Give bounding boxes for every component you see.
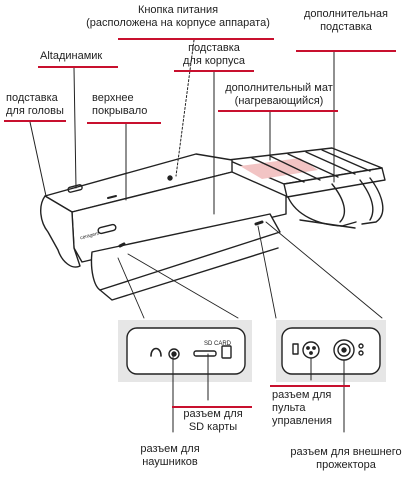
connector-left bbox=[117, 257, 145, 319]
label-extra-mat: дополнительный мат(нагревающийся) bbox=[225, 82, 333, 107]
underline-body-stand bbox=[174, 70, 254, 72]
underline-cover bbox=[87, 122, 161, 124]
extra-mat bbox=[227, 147, 386, 198]
underline-extra-stand bbox=[296, 50, 396, 52]
sd-card-slot-icon bbox=[193, 345, 232, 359]
connector-right-2 bbox=[265, 221, 383, 319]
power-button-mark bbox=[167, 175, 173, 181]
underline-extra-mat bbox=[218, 110, 338, 112]
panel-sd-text: SD CARD bbox=[204, 341, 232, 347]
underline-speaker bbox=[38, 66, 118, 68]
headphones-icon bbox=[150, 347, 180, 360]
front-button bbox=[97, 223, 117, 235]
callout-leaders bbox=[29, 39, 345, 433]
connector-right bbox=[257, 225, 277, 319]
label-power-button: Кнопка питания(расположена на корпусе ап… bbox=[86, 4, 270, 29]
underline-power bbox=[118, 38, 274, 40]
underline-head bbox=[4, 120, 66, 122]
speaker-slot bbox=[67, 184, 83, 193]
heat-zone bbox=[240, 158, 318, 179]
label-alta-speaker: Altaдинамик bbox=[40, 50, 103, 62]
extra-stand bbox=[287, 177, 384, 229]
underline-remote bbox=[270, 385, 350, 387]
underline-sd bbox=[172, 406, 252, 408]
massage-bed bbox=[40, 153, 287, 301]
right-port-panel bbox=[276, 320, 386, 382]
left-port-panel bbox=[118, 320, 252, 382]
connector-left-2 bbox=[127, 253, 239, 319]
